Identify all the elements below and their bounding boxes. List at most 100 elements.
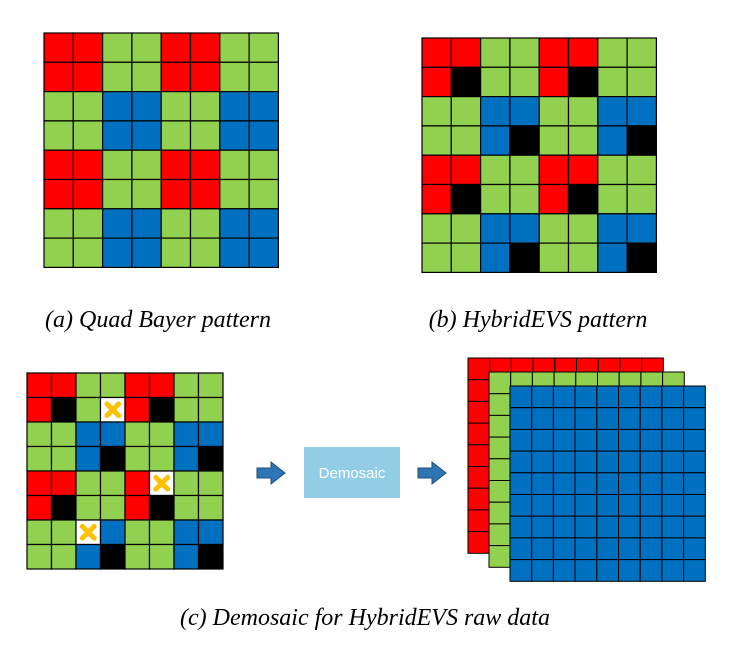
blue-pixel	[509, 428, 533, 452]
green-pixel	[50, 543, 77, 570]
blue-pixel	[683, 515, 706, 539]
red-pixel	[538, 66, 570, 98]
green-pixel	[189, 237, 221, 269]
red-pixel	[160, 61, 192, 93]
blue-pixel	[531, 494, 554, 517]
caption-c: (c) Demosaic for HybridEVS raw data	[180, 605, 550, 631]
blue-pixel	[480, 95, 511, 127]
blue-pixel	[574, 428, 598, 452]
blue-pixel	[661, 515, 685, 539]
green-pixel	[567, 125, 599, 156]
blue-pixel	[639, 450, 663, 474]
green-pixel	[50, 519, 77, 546]
blue-pixel	[639, 559, 663, 582]
blue-pixel	[574, 407, 598, 430]
red-pixel	[124, 372, 151, 399]
blue-pixel	[618, 385, 641, 409]
green-pixel	[148, 445, 175, 472]
blue-pixel	[596, 407, 619, 430]
blue-pixel	[626, 213, 657, 244]
red-pixel	[467, 422, 491, 446]
blue-pixel	[531, 450, 554, 474]
blue-pixel	[661, 450, 685, 474]
green-pixel	[26, 543, 53, 570]
blue-pixel	[131, 90, 162, 122]
blue-pixel	[596, 559, 619, 582]
green-pixel	[488, 414, 512, 438]
red-pixel	[421, 183, 452, 215]
green-pixel	[626, 66, 657, 98]
blue-pixel	[99, 421, 126, 448]
red-pixel	[467, 487, 491, 511]
green-pixel	[219, 149, 250, 181]
green-pixel	[173, 372, 200, 399]
blue-pixel	[639, 515, 663, 539]
green-pixel	[75, 470, 102, 497]
green-pixel	[538, 95, 570, 127]
green-pixel	[131, 61, 162, 93]
black-pixel	[567, 183, 599, 215]
green-pixel	[72, 208, 104, 239]
caption-b: (b) HybridEVS pattern	[429, 307, 648, 333]
blue-pixel	[639, 407, 663, 430]
blue-pixel	[661, 537, 685, 561]
red-pixel	[43, 61, 74, 93]
quad-bayer-pattern	[43, 32, 280, 269]
green-pixel	[50, 445, 77, 472]
green-pixel	[124, 445, 151, 472]
red-pixel	[124, 396, 151, 423]
green-pixel	[124, 519, 151, 546]
red-pixel	[50, 470, 77, 497]
green-pixel	[160, 120, 192, 151]
demosaic-box-background	[304, 447, 400, 498]
green-pixel	[72, 90, 104, 122]
red-pixel	[189, 149, 221, 181]
blue-pixel	[639, 472, 663, 495]
blue-pixel	[99, 519, 126, 546]
red-pixel	[189, 32, 221, 63]
blue-pixel	[552, 515, 576, 539]
blue-pixel	[509, 494, 533, 517]
black-pixel	[567, 66, 599, 98]
red-pixel	[160, 32, 192, 63]
blue-pixel	[197, 421, 224, 448]
blue-pixel	[531, 407, 554, 430]
green-pixel	[480, 37, 511, 68]
blue-pixel	[596, 472, 619, 495]
green-pixel	[99, 470, 126, 497]
blue-pixel	[596, 385, 619, 409]
green-pixel	[101, 178, 133, 210]
red-pixel	[43, 178, 74, 210]
hybrid-evs-raw-data	[26, 372, 224, 570]
blue-pixel	[101, 208, 133, 239]
green-pixel	[197, 396, 224, 423]
red-pixel	[538, 37, 570, 68]
red-pixel	[43, 149, 74, 181]
green-pixel	[509, 154, 540, 186]
green-pixel	[131, 178, 162, 210]
red-pixel	[421, 66, 452, 98]
green-pixel	[219, 178, 250, 210]
blue-pixel	[480, 125, 511, 156]
green-pixel	[626, 154, 657, 186]
red-pixel	[50, 372, 77, 399]
missing-pixel	[75, 519, 102, 546]
green-pixel	[480, 183, 511, 215]
blue-pixel	[75, 421, 102, 448]
green-pixel	[148, 421, 175, 448]
red-pixel	[26, 372, 53, 399]
green-pixel	[248, 149, 280, 181]
blue-pixel	[596, 515, 619, 539]
green-pixel	[538, 213, 570, 244]
green-pixel	[248, 178, 280, 210]
blue-pixel	[661, 428, 685, 452]
blue-pixel	[480, 213, 511, 244]
blue-pixel	[683, 559, 706, 582]
red-pixel	[467, 357, 491, 381]
green-pixel	[50, 421, 77, 448]
green-pixel	[26, 421, 53, 448]
blue-pixel	[574, 559, 598, 582]
red-pixel	[160, 149, 192, 181]
blue-pixel	[219, 208, 250, 239]
